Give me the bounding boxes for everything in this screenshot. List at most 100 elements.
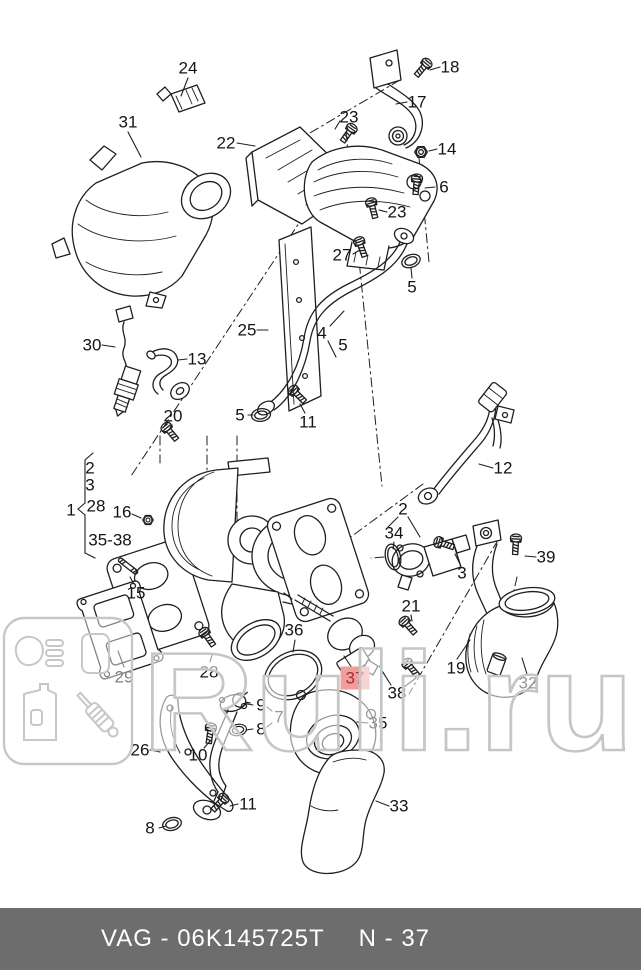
- leader-line-18: [429, 66, 441, 71]
- part-callout-8b: 8: [256, 719, 266, 739]
- leader-line-15: [129, 576, 135, 585]
- leader-line-23b: [378, 209, 388, 213]
- part-callout-27: 27: [332, 245, 352, 265]
- part-callout-32: 32: [518, 673, 538, 693]
- part-callout-2a: 2: [85, 458, 95, 478]
- part-callout-24: 24: [178, 58, 198, 78]
- vacuum-pipe: [146, 348, 190, 401]
- part-callout-9: 9: [256, 695, 266, 715]
- support-bracket: [369, 49, 423, 149]
- part-callout-11b: 11: [239, 794, 257, 814]
- leader-line-7: [266, 706, 273, 712]
- leader-line-17: [395, 101, 408, 105]
- part-callout-16: 16: [112, 502, 132, 522]
- leader-line-13: [177, 358, 188, 361]
- part-callout-15: 15: [126, 583, 146, 603]
- part-callout-10: 10: [188, 745, 208, 765]
- o-ring-34: [384, 543, 402, 571]
- leader-line-20: [168, 424, 173, 431]
- leader-line-30: [101, 344, 116, 348]
- footer-part-number: VAG - 06K145725T: [100, 925, 325, 952]
- control-valve: [391, 534, 471, 591]
- leader-line-35: [356, 721, 369, 724]
- leader-line-19: [456, 639, 471, 660]
- part-callout-12: 12: [493, 458, 513, 478]
- part-callout-20: 20: [163, 406, 183, 426]
- part-callout-17: 17: [407, 92, 427, 112]
- leader-line-24: [180, 77, 189, 97]
- leader-line-7: [266, 722, 273, 728]
- part-callout-25: 25: [237, 320, 257, 340]
- footer-bar: VAG - 06K145725T N - 37: [0, 908, 641, 970]
- leader-line-11b: [229, 803, 239, 807]
- leader-line-1: [77, 508, 86, 516]
- part-callout-5a: 5: [407, 277, 417, 297]
- part-callout-1: 1: [66, 500, 76, 520]
- leader-line-16: [131, 513, 142, 519]
- leader-line-27: [352, 249, 361, 255]
- leader-line-2b: [387, 516, 399, 528]
- leader-line-39: [524, 555, 537, 558]
- part-callout-18: 18: [440, 57, 460, 77]
- leader-lines: [77, 66, 537, 829]
- leader-line-34: [392, 541, 395, 550]
- coolant-pipe: [417, 381, 515, 505]
- part-callout-23a: 23: [339, 107, 359, 127]
- turbocharger: [163, 457, 370, 661]
- part-callout-33: 33: [389, 796, 409, 816]
- leader-line-1: [77, 502, 86, 510]
- leader-line-28b: [209, 654, 213, 663]
- leader-line-37: [343, 655, 353, 669]
- part-callout-7: 7: [274, 707, 284, 727]
- leader-line-38: [378, 665, 392, 686]
- sealant-tube: [156, 84, 206, 113]
- part-callout-31: 31: [118, 112, 138, 132]
- part-callout-29: 29: [114, 667, 134, 687]
- part-callout-5c: 5: [338, 335, 348, 355]
- part-callout-39: 39: [536, 547, 556, 567]
- part-callout-38: 38: [387, 683, 407, 703]
- leader-line-36: [292, 639, 296, 653]
- leader-line-6: [424, 186, 436, 189]
- leader-line-14: [428, 148, 438, 152]
- leader-line-3b: [454, 553, 461, 565]
- part-callout-30: 30: [82, 335, 102, 355]
- charge-air-hose: [300, 749, 385, 875]
- pipe-bracket: [159, 694, 234, 813]
- leader-line-4: [329, 310, 345, 327]
- air-elbow-hose: [465, 586, 559, 698]
- leader-line-22: [236, 142, 256, 147]
- part-callout-22: 22: [216, 133, 236, 153]
- leader-line-2b: [407, 516, 421, 538]
- part-callout-3a: 3: [85, 475, 95, 495]
- exploded-parts-drawing: [51, 49, 559, 875]
- leader-line-1: [84, 552, 96, 559]
- part-callout-35: 35: [368, 713, 388, 733]
- leader-line-8a: [158, 825, 167, 829]
- part-callout-13: 13: [187, 349, 207, 369]
- part-callout-26: 26: [130, 740, 150, 760]
- leader-line-26: [149, 749, 161, 753]
- leader-line-4: [327, 340, 337, 358]
- leader-line-11a: [299, 403, 306, 414]
- part-callout-5b: 5: [235, 405, 245, 425]
- leader-line-23a: [334, 120, 341, 130]
- part-callout-23b: 23: [387, 202, 407, 222]
- leader-line-9: [246, 703, 254, 706]
- oxygen-sensor: [113, 305, 142, 417]
- leader-line-12: [478, 463, 494, 469]
- leader-line-32: [521, 657, 528, 675]
- leader-line-38: [403, 677, 417, 688]
- part-callout-11a: 11: [299, 412, 317, 432]
- part-callout-37: 37: [340, 666, 370, 690]
- seal-ring-36: [263, 649, 323, 701]
- catalytic-converter: [51, 145, 232, 309]
- footer-page-number: N - 37: [358, 925, 431, 952]
- part-callout-3b: 3: [457, 563, 467, 583]
- leader-line-10: [203, 740, 211, 749]
- leader-line-8b: [245, 728, 254, 731]
- leader-line-5a: [410, 267, 413, 279]
- part-callout-21: 21: [401, 596, 421, 616]
- part-callout-35-38: 35-38: [88, 530, 132, 550]
